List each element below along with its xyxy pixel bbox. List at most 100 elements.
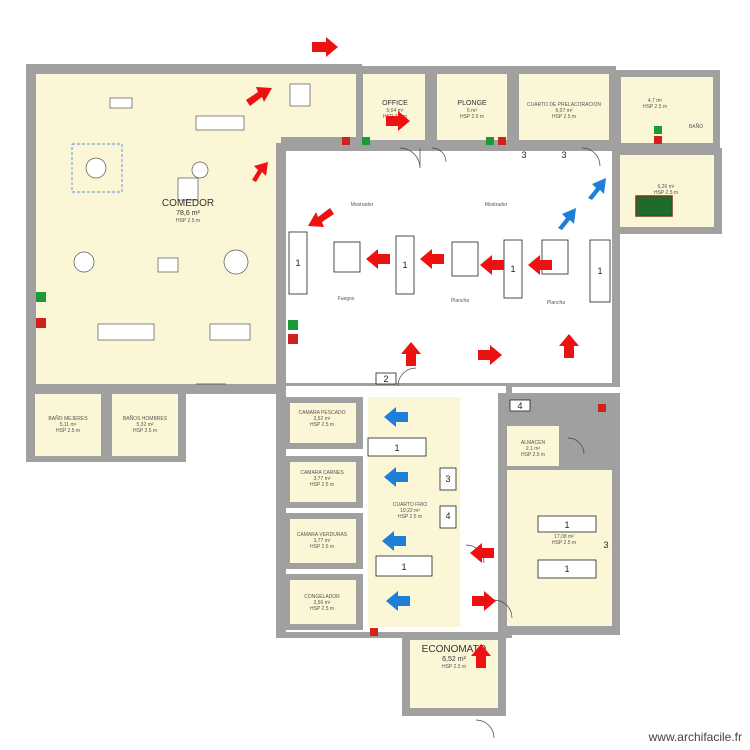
dining-furniture [71, 83, 311, 341]
arrow-red [472, 591, 496, 611]
svg-text:1: 1 [564, 520, 569, 530]
svg-text:3: 3 [561, 150, 566, 160]
svg-text:HSP 2.5 m: HSP 2.5 m [176, 218, 200, 224]
svg-text:BAÑOS HOMBRES: BAÑOS HOMBRES [123, 415, 168, 422]
arrow-red [252, 162, 268, 182]
arrow-red [471, 644, 491, 668]
svg-text:1: 1 [402, 260, 407, 270]
room-prelacoracion[interactable] [512, 66, 616, 146]
arrow-red [480, 255, 504, 275]
svg-text:HSP 2.5 m: HSP 2.5 m [310, 482, 334, 488]
svg-text:Mostrador: Mostrador [485, 202, 508, 208]
svg-text:BAÑO MEJERES: BAÑO MEJERES [48, 415, 88, 422]
room-banos-hombres[interactable] [104, 386, 186, 462]
svg-text:HSP 2.5 m: HSP 2.5 m [56, 428, 80, 434]
svg-text:1: 1 [295, 258, 300, 268]
svg-text:CUARTO DE PRELACORACION: CUARTO DE PRELACORACION [527, 102, 601, 108]
arrow-red [386, 111, 410, 131]
svg-text:OFFICE: OFFICE [382, 100, 408, 107]
svg-text:CAMARA CARNES: CAMARA CARNES [300, 470, 344, 476]
room-camara-verduras[interactable] [283, 513, 363, 569]
room-bano-top[interactable] [614, 70, 720, 150]
svg-text:HSP 2.5 m: HSP 2.5 m [552, 114, 576, 120]
svg-text:PLONGE: PLONGE [457, 100, 487, 107]
svg-text:CAMARA VERDURAS: CAMARA VERDURAS [297, 532, 348, 538]
room-office[interactable] [356, 66, 432, 146]
svg-text:HSP 2.5 m: HSP 2.5 m [310, 606, 334, 612]
svg-text:6,07 m²: 6,07 m² [556, 108, 573, 114]
watermark: www.archifacile.fr [648, 730, 742, 744]
arrow-red [246, 87, 272, 106]
svg-text:ALMACEN: ALMACEN [521, 440, 546, 446]
svg-text:6,26 m²: 6,26 m² [658, 184, 675, 190]
room-almacen[interactable] [498, 393, 620, 635]
svg-text:5,32 m²: 5,32 m² [137, 422, 154, 428]
arrow-blue [558, 208, 576, 230]
svg-text:78,6 m²: 78,6 m² [176, 210, 200, 217]
svg-text:Plancha: Plancha [547, 300, 565, 306]
svg-text:6,52 m²: 6,52 m² [442, 656, 466, 663]
flow-arrows-red [246, 37, 579, 668]
svg-text:HSP 2.5 m: HSP 2.5 m [460, 114, 484, 120]
svg-text:3,77 m²: 3,77 m² [314, 476, 331, 482]
flow-arrows-blue [382, 178, 606, 611]
svg-text:HSP 2.5 m: HSP 2.5 m [310, 422, 334, 428]
svg-text:3: 3 [603, 540, 608, 550]
svg-text:HSP 2.5 m: HSP 2.5 m [398, 514, 422, 520]
svg-text:4,7 m²: 4,7 m² [648, 98, 663, 104]
arrow-red [420, 249, 444, 269]
svg-text:HSP 2.5 m: HSP 2.5 m [654, 190, 678, 196]
kitchen-items: 1 1 1 1 Fuegos Plancha Plancha Mostrador… [288, 150, 611, 579]
svg-text:17,08 m²: 17,08 m² [554, 534, 574, 540]
svg-text:HSP 2.5 m: HSP 2.5 m [521, 452, 545, 458]
arrow-blue [382, 531, 406, 551]
arrow-blue [588, 178, 606, 200]
svg-text:2,1 m²: 2,1 m² [526, 446, 541, 452]
svg-text:ECONOMATO: ECONOMATO [422, 644, 487, 655]
svg-text:4: 4 [517, 401, 522, 411]
svg-text:COMEDOR: COMEDOR [162, 198, 214, 209]
svg-text:1: 1 [394, 443, 399, 453]
svg-text:3,52 m²: 3,52 m² [314, 416, 331, 422]
svg-text:CAMARA PESCADO: CAMARA PESCADO [299, 410, 346, 416]
svg-text:3: 3 [445, 474, 450, 484]
arrow-red [528, 255, 552, 275]
svg-text:2: 2 [383, 374, 388, 384]
svg-text:HSP 2.5 m: HSP 2.5 m [643, 104, 667, 110]
room-plonge[interactable] [430, 66, 514, 146]
svg-text:BAÑO: BAÑO [689, 123, 703, 130]
svg-text:HSP 2.5 m: HSP 2.5 m [310, 544, 334, 550]
svg-text:HSP 2.5 m: HSP 2.5 m [133, 428, 157, 434]
room-bano-mujeres[interactable] [26, 386, 108, 462]
room-congelador[interactable] [283, 574, 363, 630]
svg-text:3,56 m²: 3,56 m² [314, 600, 331, 606]
room-camara-carnes[interactable] [283, 456, 363, 508]
svg-text:HSP 2.5 m: HSP 2.5 m [442, 664, 466, 670]
svg-text:CUARTO FRIO: CUARTO FRIO [393, 502, 427, 508]
room-camara-pescado[interactable] [283, 397, 363, 449]
svg-text:5,04 m²: 5,04 m² [387, 108, 404, 114]
safety-signs [36, 126, 662, 636]
svg-text:4: 4 [445, 511, 450, 521]
svg-text:HSP 2.5 m: HSP 2.5 m [552, 540, 576, 546]
arrow-red [366, 249, 390, 269]
arrow-red [478, 345, 502, 365]
arrow-red [470, 543, 494, 563]
svg-text:Fuegos: Fuegos [338, 296, 355, 302]
arrow-blue [386, 591, 410, 611]
billiard-table-icon [635, 195, 673, 217]
arrow-blue [384, 407, 408, 427]
svg-text:1: 1 [510, 264, 515, 274]
arrow-red [401, 342, 421, 366]
svg-text:19,22 m²: 19,22 m² [400, 508, 420, 514]
arrow-red [312, 37, 338, 57]
svg-text:CONGELADOR: CONGELADOR [304, 594, 340, 600]
svg-text:1: 1 [597, 266, 602, 276]
arrow-red [559, 334, 579, 358]
arrow-red [308, 208, 334, 227]
svg-text:5 m²: 5 m² [467, 108, 477, 114]
svg-text:5,11 m²: 5,11 m² [60, 422, 77, 428]
svg-text:3: 3 [521, 150, 526, 160]
svg-text:1: 1 [564, 564, 569, 574]
